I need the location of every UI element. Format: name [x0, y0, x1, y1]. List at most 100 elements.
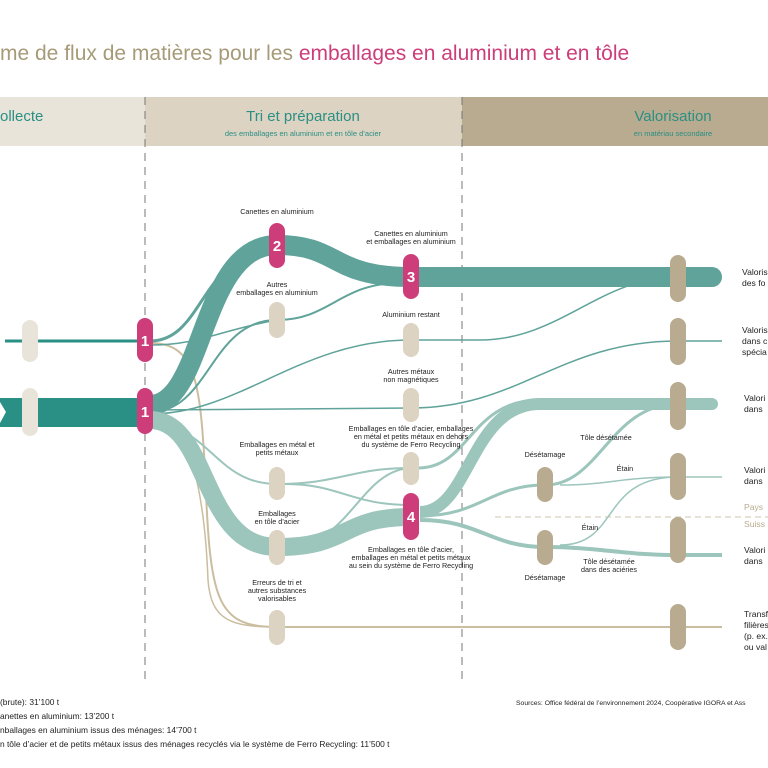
stage-band-tri	[145, 97, 462, 146]
flow-collection-main	[0, 398, 145, 427]
output-label: Transf	[744, 609, 768, 619]
nodes: 1 1 2 3 4	[22, 223, 686, 650]
node-autres-alu	[269, 302, 285, 338]
node-output-5	[670, 517, 686, 563]
node-hors-ferro	[403, 452, 419, 485]
node-collecte-2	[22, 388, 38, 436]
node-4	[403, 493, 419, 540]
stage-title-tri: Tri et préparation	[246, 108, 360, 125]
label-autres-alu: emballages en aluminium	[236, 288, 318, 297]
node-1-bottom	[137, 388, 153, 434]
label-autres-metaux: Autres métaux	[388, 367, 435, 376]
label-metal-petits: petits métaux	[256, 448, 299, 457]
label-ferro: au sein du système de Ferro Recycling	[349, 561, 473, 570]
stage-band-collecte	[0, 97, 145, 146]
flow-erreurs	[149, 342, 722, 628]
stage-title-valorisation: Valorisation	[634, 108, 711, 125]
node-output-3	[670, 382, 686, 430]
note-2: anettes en aluminium: 13’200 t	[0, 711, 115, 721]
stage-title-collecte: ollecte	[0, 108, 43, 125]
node-4-number: 4	[407, 509, 416, 526]
output-label: Valori	[744, 545, 765, 555]
note-4: n tôle d’acier et de petits métaux issus…	[0, 739, 390, 749]
node-metal-petits	[269, 467, 285, 500]
node-desetamage-1	[537, 467, 553, 502]
label-erreurs: valorisables	[258, 594, 296, 603]
node-alu-restant	[403, 323, 419, 357]
flow-autres-alu-2	[149, 319, 278, 346]
label-metal-petits: Emballages en métal et	[239, 440, 314, 449]
flow-end-cap	[712, 267, 722, 287]
label-erreurs: Erreurs de tri et	[252, 578, 302, 587]
node-1-top	[137, 318, 153, 362]
node-collecte-1	[22, 320, 38, 362]
output-label: Valoris	[742, 267, 768, 277]
label-desetamage-2: Désétamage	[525, 573, 566, 582]
diagram-title: me de flux de matières pour les emballag…	[0, 42, 629, 65]
label-canettes-emb: et emballages en aluminium	[366, 237, 456, 246]
output-labels: Valoris des fo Valoris dans c Valori spé…	[742, 267, 768, 652]
flow-acieries-abroad	[419, 398, 712, 518]
flow-etain-2	[559, 476, 679, 546]
flow-end-cap	[712, 398, 718, 410]
node-1-number: 1	[141, 404, 149, 421]
note-3: nballages en aluminium issus des ménages…	[0, 725, 197, 735]
node-tole	[269, 530, 285, 565]
node-output-4	[670, 453, 686, 500]
label-ferro: emballages en métal et petits métaux	[351, 553, 470, 562]
node-autres-metaux	[403, 388, 419, 422]
node-erreurs	[269, 610, 285, 645]
flow-metal-to-ferro	[284, 483, 412, 506]
label-etain-1: Étain	[617, 464, 633, 473]
node-output-6	[670, 604, 686, 650]
region-label-switzerland: Suiss	[744, 519, 765, 529]
chevron-icon	[0, 402, 6, 423]
label-tole-acieries: dans des aciéries	[581, 565, 637, 574]
output-label: dans	[744, 476, 763, 486]
label-alu-restant: Aluminium restant	[382, 310, 440, 319]
node-output-1	[670, 255, 686, 302]
label-tole-desetamee: Tôle désétamée	[580, 433, 632, 442]
flow-tole-hors	[289, 467, 412, 546]
label-ferro: Emballages en tôle d’acier,	[368, 545, 454, 554]
title-part-1: me de flux de matières pour les	[0, 42, 299, 65]
output-label: Valori	[744, 393, 765, 403]
output-label: dans	[744, 404, 763, 414]
sources: Sources: Office fédéral de l’environneme…	[516, 700, 746, 707]
node-2	[269, 223, 285, 268]
node-3	[403, 254, 419, 299]
region-label-abroad: Pays	[744, 502, 763, 512]
node-output-2	[670, 318, 686, 365]
output-label: Valoris	[742, 325, 768, 335]
output-label: Valori	[744, 465, 765, 475]
stage-band-valorisation	[462, 97, 768, 146]
output-label: dans c	[742, 336, 768, 346]
label-hors-ferro: du système de Ferro Recycling	[361, 440, 460, 449]
title-part-2: emballages en aluminium et en tôle	[299, 42, 629, 65]
label-hors-ferro: en métal et petits métaux en dehors	[354, 432, 469, 441]
label-hors-ferro: Emballages en tôle d’acier, emballages	[349, 424, 474, 433]
node-2-number: 2	[273, 238, 281, 255]
flow-hors-to-acieries	[417, 398, 541, 470]
stage-subtitle-tri: des emballages en aluminium et en tôle d…	[225, 129, 382, 138]
flow-canettes-small	[149, 248, 278, 343]
flow-autres-metaux	[149, 340, 722, 411]
output-label: (p. ex.	[744, 631, 768, 641]
label-etain-2: Étain	[582, 523, 598, 532]
output-label: spécia	[742, 347, 767, 357]
output-label: dans	[744, 556, 763, 566]
label-erreurs: autres substances	[248, 586, 307, 595]
label-tole-acieries: Tôle désétamée	[583, 557, 635, 566]
node-desetamage-2	[537, 530, 553, 565]
note-1: (brute): 31’100 t	[0, 697, 60, 707]
label-tole: en tôle d’acier	[255, 517, 300, 526]
label-canettes: Canettes en aluminium	[240, 207, 314, 216]
label-autres-alu: Autres	[267, 280, 288, 289]
label-autres-metaux: non magnétiques	[383, 375, 439, 384]
node-labels: Canettes en aluminium Autres emballages …	[236, 207, 637, 603]
stage-subtitle-valorisation: en matériau secondaire	[634, 129, 712, 138]
label-tole: Emballages	[258, 509, 296, 518]
output-label: ou val	[744, 642, 767, 652]
node-3-number: 3	[407, 269, 415, 286]
